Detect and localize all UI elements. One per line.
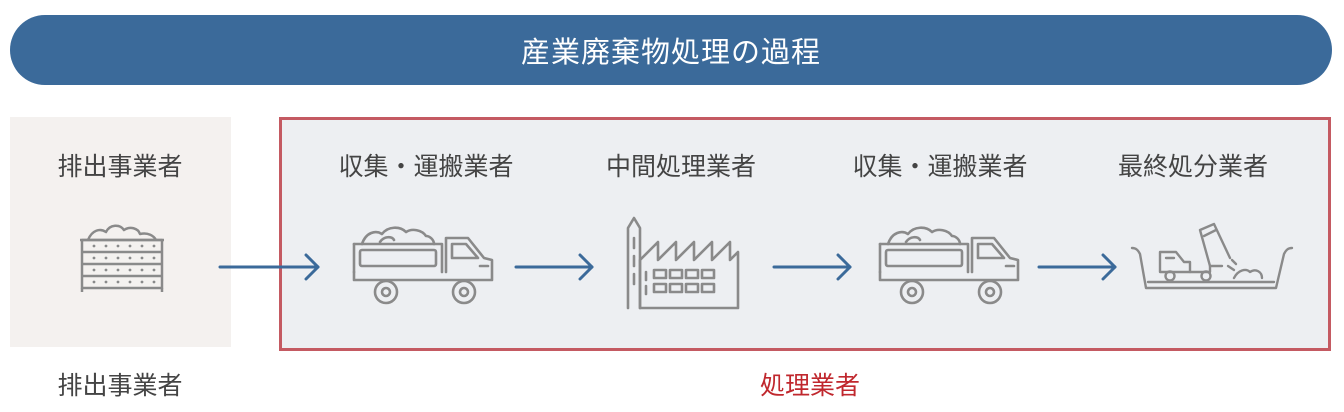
diagram-title: 産業廃棄物処理の過程 bbox=[520, 35, 821, 69]
landfill-dump-icon bbox=[1130, 222, 1294, 290]
stage-label-collection-1: 収集・運搬業者 bbox=[338, 152, 514, 181]
dump-truck-icon bbox=[352, 226, 494, 305]
processor-panel bbox=[279, 117, 1331, 351]
flow-arrow bbox=[514, 253, 594, 281]
dump-truck-icon bbox=[878, 226, 1020, 305]
emitter-group-label: 排出事業者 bbox=[57, 371, 183, 400]
flow-arrow bbox=[1037, 253, 1117, 281]
stage-label-intermediate: 中間処理業者 bbox=[605, 152, 757, 181]
emitter-stage-label: 排出事業者 bbox=[57, 152, 183, 181]
flow-arrow bbox=[218, 253, 320, 281]
stage-label-final: 最終処分業者 bbox=[1117, 152, 1269, 181]
title-banner: 産業廃棄物処理の過程 bbox=[10, 15, 1332, 85]
processor-group-label: 処理業者 bbox=[759, 371, 861, 400]
emitter-panel bbox=[10, 117, 231, 347]
factory-icon bbox=[626, 216, 740, 310]
flow-arrow bbox=[772, 253, 852, 281]
stage-label-collection-2: 収集・運搬業者 bbox=[852, 152, 1028, 181]
waste-container-icon bbox=[80, 224, 164, 292]
